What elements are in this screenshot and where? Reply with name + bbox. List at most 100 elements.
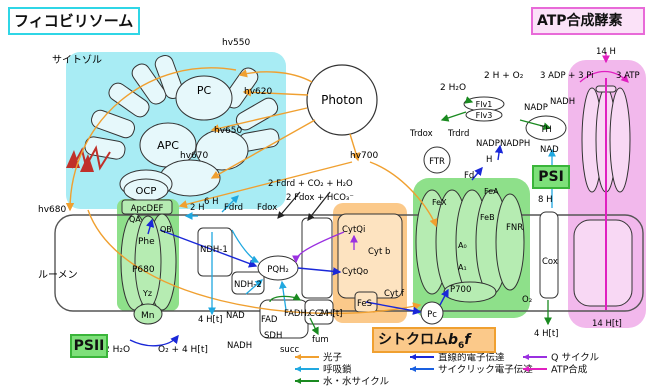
yz-label: Yz bbox=[142, 289, 152, 298]
hv620-label: hv620 bbox=[244, 87, 272, 97]
pc-small-label: Pc bbox=[427, 310, 437, 320]
eight-h-label: 8 H bbox=[538, 195, 553, 205]
hv700-label: hv700 bbox=[350, 151, 378, 161]
ftr-label: FTR bbox=[429, 157, 445, 167]
fad-label: FAD bbox=[261, 315, 278, 325]
atp-synthase-label: ATP合成酵素 bbox=[537, 13, 623, 29]
mn-label: Mn bbox=[141, 311, 154, 321]
legend-arrow-icon bbox=[295, 366, 301, 372]
flv3-label: Flv3 bbox=[476, 111, 493, 120]
cox-label: Cox bbox=[542, 257, 558, 267]
photon-label: Photon bbox=[321, 93, 363, 107]
two-h-label: 2 H bbox=[190, 203, 205, 213]
ocp-label: OCP bbox=[136, 186, 157, 197]
cytq1-label: CytQi bbox=[342, 225, 365, 235]
hv550-label: hv550 bbox=[222, 38, 250, 48]
trdrd-label: Trdrd bbox=[447, 129, 469, 139]
cytb6f-callout: シトクロムb6f bbox=[372, 327, 496, 353]
o2-label: O₂ bbox=[522, 295, 532, 305]
psii-label: PSII bbox=[74, 338, 105, 354]
atp-label: 3 ATP bbox=[616, 71, 640, 81]
feb-label: FeB bbox=[480, 213, 495, 222]
nad2-label: NAD bbox=[540, 145, 559, 155]
psi-callout: PSI bbox=[532, 165, 570, 189]
four-ht2-label: 4 H[t] bbox=[534, 329, 558, 339]
cytf-label: Cyt f bbox=[384, 289, 405, 299]
hv650-label: hv650 bbox=[214, 126, 242, 136]
ccm-label: CCM bbox=[309, 309, 328, 319]
apc-label: APC bbox=[157, 139, 179, 152]
phycobilisome-label: フィコビリソーム bbox=[14, 12, 133, 30]
h-o2-top-label: 2 H + O₂ bbox=[484, 71, 524, 81]
psi-label: PSI bbox=[538, 169, 564, 185]
fex-label: FeX bbox=[432, 198, 447, 207]
trdox-label: Trdox bbox=[409, 129, 433, 139]
legend-label: Q サイクル bbox=[551, 353, 600, 364]
four-ht-label: 4 H[t] bbox=[198, 315, 222, 325]
six-h-label: 6 H bbox=[204, 197, 219, 207]
fnr-label: FNR bbox=[506, 223, 523, 233]
cytb6f-b: b bbox=[448, 332, 458, 348]
flv1-label: Flv1 bbox=[476, 100, 493, 109]
cytosol-label: サイトゾル bbox=[52, 54, 102, 66]
h2o-top-label: 2 H₂O bbox=[440, 83, 466, 93]
psii-callout: PSII bbox=[70, 334, 108, 358]
cytb-label: Cyt b bbox=[368, 247, 390, 257]
p700-label: P700 bbox=[450, 285, 471, 295]
legend-arrow-icon bbox=[523, 354, 529, 360]
nadh-label: NADH bbox=[227, 341, 252, 351]
h14-bot-label: 14 H[t] bbox=[592, 319, 622, 329]
fdox-label: Fdox bbox=[257, 203, 277, 213]
cytb6f-label: シトクロム bbox=[378, 332, 448, 348]
legend-label: 光子 bbox=[323, 352, 343, 364]
legend-label: ATP合成 bbox=[551, 364, 588, 376]
sdh-label: SDH bbox=[264, 331, 282, 341]
th-label: TH bbox=[539, 125, 552, 135]
legend-arrow-icon bbox=[410, 366, 416, 372]
nadh2-label: NADH bbox=[550, 97, 575, 107]
adp-label: 3 ADP + 3 Pi bbox=[540, 71, 594, 81]
ndh1-label: NDH-1 bbox=[200, 245, 228, 255]
cox-box bbox=[540, 212, 558, 298]
lumen-label: ルーメン bbox=[38, 270, 78, 281]
fea-label: FeA bbox=[484, 187, 499, 196]
cytb6f-f: f bbox=[464, 332, 470, 348]
nad-label: NAD bbox=[226, 311, 245, 321]
legend-label: 水・水サイクル bbox=[323, 376, 390, 387]
pc-label: PC bbox=[197, 84, 212, 97]
ccm-top1-label: 2 Fdrd + CO₂ + H₂O bbox=[268, 179, 353, 189]
fum-label: fum bbox=[312, 335, 329, 345]
a0-label: A₀ bbox=[458, 241, 467, 250]
phe-label: Phe bbox=[138, 237, 155, 247]
ccm-column bbox=[302, 218, 332, 298]
legend-label: サイクリック電子伝達 bbox=[438, 364, 533, 376]
p680-label: P680 bbox=[132, 265, 155, 275]
qb-label: QB bbox=[160, 225, 172, 234]
ndh2-label: NDH-2 bbox=[234, 280, 262, 290]
cytq0-label: CytQo bbox=[342, 267, 368, 277]
pqh2-label: PQH₂ bbox=[267, 265, 289, 275]
atp-synthase-callout: ATP合成酵素 bbox=[531, 7, 645, 35]
hv680-label: hv680 bbox=[38, 205, 66, 215]
nadp2-label: NADP bbox=[524, 103, 548, 113]
psii-o2-label: O₂ + 4 H[t] bbox=[158, 345, 208, 355]
fdrd-label: Fdrd bbox=[224, 203, 243, 213]
nadph-label: NADPH bbox=[500, 139, 530, 149]
phycobilisome-callout: フィコビリソーム bbox=[8, 7, 140, 35]
h14-top-label: 14 H bbox=[596, 47, 616, 57]
nadp-label: NADP bbox=[476, 139, 500, 149]
fadh2-label: FADH₂ bbox=[284, 309, 310, 319]
hv670-label: hv670 bbox=[180, 151, 208, 161]
ccm-top2-label: 2 Fdox + HCO₃⁻ bbox=[286, 193, 354, 203]
fd-label: Fd bbox=[464, 171, 474, 181]
legend-label: 呼吸鎖 bbox=[323, 364, 352, 376]
qa-label: QA bbox=[129, 215, 141, 224]
a1-label: A₁ bbox=[458, 263, 467, 272]
fes-cyt-label: FeS bbox=[357, 299, 372, 309]
succ-label: succ bbox=[280, 345, 299, 355]
apcdef-label: ApcDEF bbox=[131, 204, 164, 214]
legend-arrow-icon bbox=[295, 378, 301, 384]
